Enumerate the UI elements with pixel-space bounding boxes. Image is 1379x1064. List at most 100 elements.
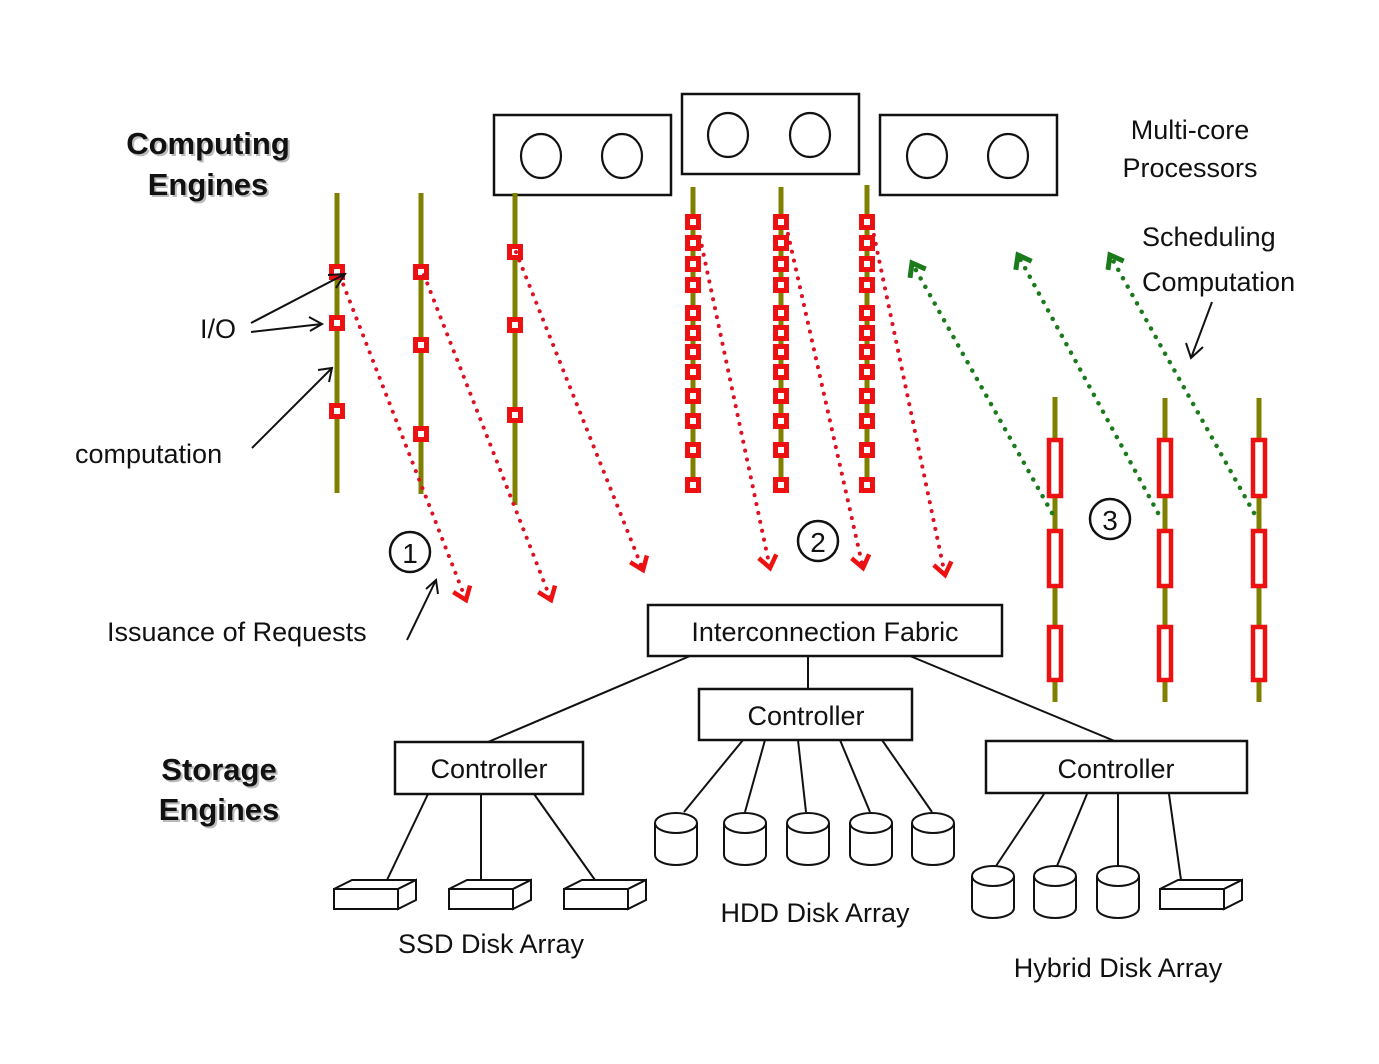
scheduling-label-line1: Scheduling: [1142, 222, 1276, 252]
io-marker: [685, 364, 701, 380]
storage-connections: [386, 655, 1182, 881]
ssd-icon: [333, 878, 417, 911]
ssd-array-label: SSD Disk Array: [398, 929, 585, 959]
io-marker: [685, 344, 701, 360]
hdd-icon: [654, 812, 698, 866]
request-arrow: [870, 224, 954, 579]
arrowhead-icon: [757, 553, 779, 572]
computation-block: [1046, 528, 1064, 589]
io-marker: [685, 235, 701, 251]
processor-2: [680, 92, 861, 176]
issuance-label: Issuance of Requests: [107, 617, 367, 647]
arrowhead-icon: [1013, 251, 1033, 271]
arrowhead-icon: [452, 584, 473, 604]
hdd-icon: [849, 812, 893, 866]
timeline: [1156, 398, 1174, 702]
hdd-icon: [911, 812, 955, 866]
scheduling-arrow: [1105, 251, 1257, 516]
svg-text:Engines: Engines: [161, 794, 282, 829]
io-marker: [859, 235, 875, 251]
io-marker: [859, 344, 875, 360]
io-marker: [859, 214, 875, 230]
request-arrows: [338, 223, 954, 604]
io-marker: [773, 344, 789, 360]
ssd-icon: [563, 878, 647, 911]
scenario-2-timelines: [685, 185, 875, 493]
io-marker: [773, 305, 789, 321]
scenario-1-timelines: [329, 193, 523, 505]
request-arrow: [514, 250, 650, 574]
computation-block: [1250, 624, 1268, 683]
io-marker: [773, 256, 789, 272]
hdd-icon: [723, 812, 767, 866]
io-marker: [773, 364, 789, 380]
io-marker: [329, 403, 345, 419]
io-pointer-arrows: [250, 272, 347, 333]
request-arrow: [422, 273, 558, 604]
computation-block: [1250, 437, 1268, 499]
timeline: [685, 187, 701, 493]
hybrid-disk-array: [971, 865, 1243, 919]
storage-title-line1: Storage: [161, 752, 276, 787]
timeline: [507, 193, 523, 505]
svg-text:1: 1: [402, 538, 418, 569]
dotted-line: [909, 260, 1055, 516]
io-marker: [685, 277, 701, 293]
scheduling-label-line2: Computation: [1142, 267, 1295, 297]
svg-text:Controller: Controller: [747, 701, 864, 731]
dotted-line: [784, 223, 865, 570]
timeline: [329, 193, 345, 493]
computation-block: [1250, 528, 1268, 589]
computation-block: [1046, 624, 1064, 683]
badge-2: 2: [796, 519, 840, 563]
processor-1: [492, 113, 673, 197]
io-label: I/O: [200, 314, 236, 344]
timeline: [859, 185, 875, 493]
badge-3: 3: [1088, 497, 1132, 541]
computation-label: computation: [75, 439, 222, 469]
core-icon: [519, 132, 563, 180]
io-marker: [413, 426, 429, 442]
io-marker: [859, 364, 875, 380]
core-icon: [788, 111, 832, 159]
computing-title-line1: Computing: [126, 126, 290, 161]
scheduling-arrow: [907, 259, 1055, 516]
arrowhead-icon: [629, 554, 650, 574]
io-marker: [685, 214, 701, 230]
core-icon: [905, 132, 949, 180]
core-icon: [986, 132, 1030, 180]
request-arrow: [338, 274, 473, 604]
hybrid-array-label: Hybrid Disk Array: [1014, 953, 1223, 983]
request-arrow: [784, 223, 872, 572]
hdd-array-label: HDD Disk Array: [720, 898, 910, 928]
computation-block: [1156, 528, 1174, 589]
io-marker: [507, 407, 523, 423]
scheduling-arrow: [1013, 251, 1161, 516]
timeline: [413, 193, 429, 494]
arrowhead-icon: [850, 553, 872, 572]
arrowhead-icon: [1105, 251, 1125, 271]
io-marker: [773, 277, 789, 293]
controller-hdd: Controller: [697, 687, 914, 742]
controller-ssd: Controller: [393, 740, 585, 796]
io-marker: [859, 477, 875, 493]
hdd-icon: [971, 865, 1015, 919]
core-icon: [600, 132, 644, 180]
processor-3: [878, 113, 1059, 197]
io-marker: [685, 305, 701, 321]
io-marker: [859, 442, 875, 458]
io-marker: [685, 477, 701, 493]
dotted-line: [870, 224, 947, 577]
computation-pointer-arrow: [251, 366, 334, 449]
dotted-line: [1107, 252, 1257, 516]
computation-block: [1156, 437, 1174, 499]
ssd-disk-array: [333, 878, 647, 911]
io-marker: [773, 235, 789, 251]
io-marker: [507, 317, 523, 333]
hdd-icon: [1096, 865, 1140, 919]
svg-text:Controller: Controller: [430, 754, 547, 784]
controller-hybrid: Controller: [984, 739, 1249, 795]
dotted-line: [514, 250, 645, 572]
dotted-line: [422, 273, 553, 602]
svg-text:Interconnection Fabric: Interconnection Fabric: [691, 617, 958, 647]
